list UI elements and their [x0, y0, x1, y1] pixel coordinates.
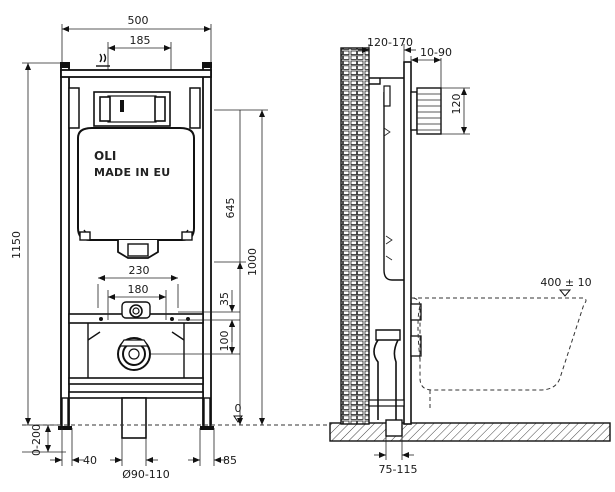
dim-line-230: 230 — [98, 264, 178, 281]
top-pipe-icon — [96, 53, 110, 67]
brick-wall — [340, 47, 370, 425]
dim-line-120-170: 120-170 — [358, 36, 416, 80]
dim-line-645: 645 — [214, 110, 246, 425]
side-frame — [368, 61, 422, 437]
drain-pipe — [121, 397, 147, 439]
dim-230-label: 230 — [129, 264, 150, 277]
dim-line-40: 40 — [50, 428, 97, 467]
side-view: 120-170 10-90 120 400 ± 10 — [329, 36, 611, 476]
dim-line-100: 100 — [150, 320, 240, 355]
dim-400-label: 400 ± 10 — [540, 276, 591, 289]
dim-120-label: 120 — [450, 94, 463, 115]
dim-line-180: 180 — [107, 283, 167, 320]
dim-645-label: 645 — [224, 198, 237, 219]
dim-500-label: 500 — [128, 14, 149, 27]
dim-400: 400 ± 10 — [540, 276, 592, 297]
dim-85-label: 85 — [223, 454, 237, 467]
front-view: 500 185 1150 — [10, 14, 330, 481]
dim-line-185: 185 — [107, 34, 172, 72]
dim-line-1150: 1150 — [10, 62, 66, 426]
brand-label: OLI — [94, 149, 116, 163]
dim-line-diameter: Ø90-110 — [110, 438, 170, 481]
flush-box — [93, 91, 171, 127]
dim-line-10-90: 10-90 — [410, 46, 452, 88]
dim-line-0-200: 0-200 — [22, 424, 66, 456]
dim-35-label: 35 — [218, 292, 231, 306]
toilet-bowl-outline — [410, 297, 587, 410]
zero-level-mark: 0 — [233, 402, 243, 423]
dim-180-label: 180 — [128, 283, 149, 296]
dim-120-170-label: 120-170 — [367, 36, 413, 49]
dim-1150-label: 1150 — [10, 231, 23, 259]
dim-75-115-label: 75-115 — [379, 463, 418, 476]
dim-line-120: 120 — [441, 87, 470, 135]
dim-diameter-label: Ø90-110 — [122, 468, 170, 481]
water-inlet — [97, 284, 190, 321]
flush-plate — [410, 87, 442, 135]
tank-outlet — [117, 240, 159, 259]
dim-100-label: 100 — [218, 331, 231, 352]
dim-line-1000: 100 0 — [214, 109, 268, 425]
floor-slab — [329, 422, 611, 442]
dim-10-90-label: 10-90 — [420, 46, 452, 59]
drain-outlet — [117, 337, 151, 371]
dim-0-200-label: 0-200 — [30, 424, 43, 456]
zero-level-label: 0 — [235, 402, 242, 415]
made-in-label: MADE IN EU — [94, 166, 171, 179]
dim-40-label: 40 — [83, 454, 97, 467]
dim-line-85: 85 — [188, 428, 237, 467]
dim-1000-label: 1000 — [246, 248, 259, 276]
dim-185-label: 185 — [130, 34, 151, 47]
frame-feet — [58, 397, 214, 430]
cistern-tank: OLI MADE IN EU — [77, 127, 195, 241]
dim-line-75-115: 75-115 — [374, 436, 417, 476]
